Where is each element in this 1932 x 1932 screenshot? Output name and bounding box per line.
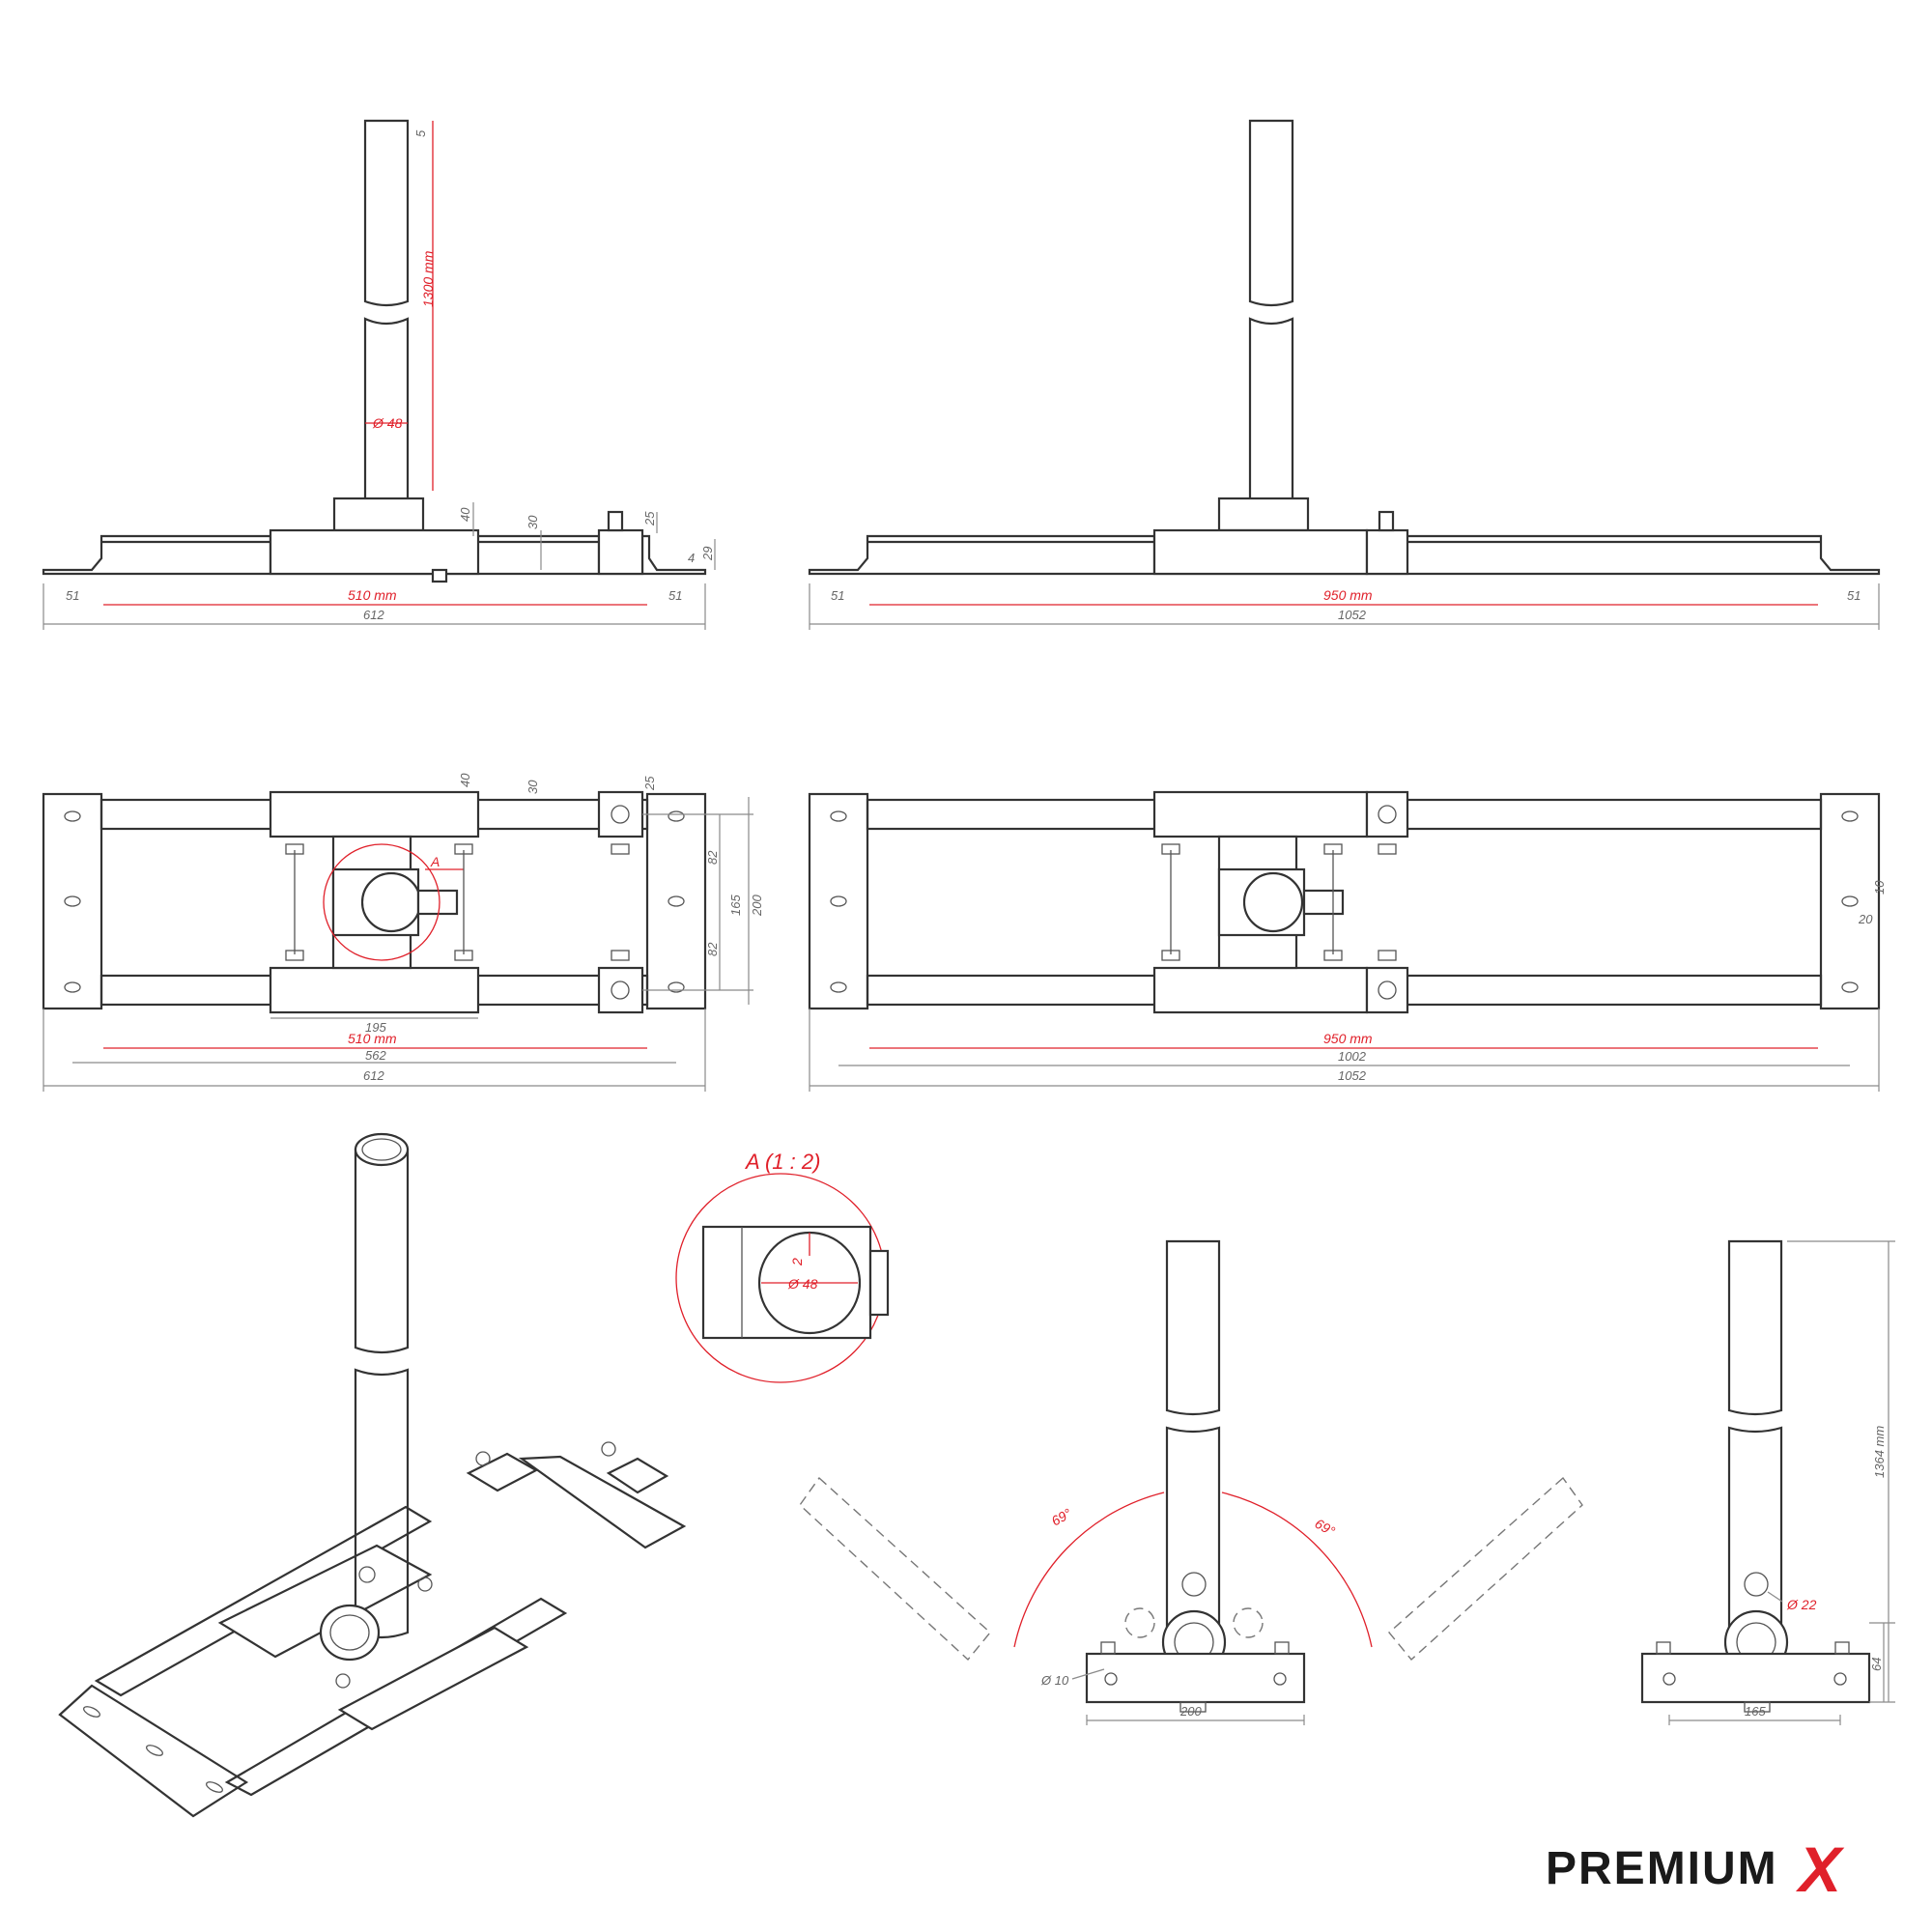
bolt-hole-label: Ø 10 bbox=[1040, 1673, 1069, 1688]
top-view-large: 10 20 950 mm 1002 1052 bbox=[808, 790, 1887, 1092]
total-width-label: 612 bbox=[363, 1068, 384, 1083]
spacing-82-bottom-label: 82 bbox=[705, 942, 720, 956]
height-29-label: 29 bbox=[700, 547, 715, 561]
total-width-label: 1052 bbox=[1338, 1068, 1367, 1083]
width-562-label: 562 bbox=[365, 1048, 386, 1063]
detail-marker-label: A bbox=[430, 854, 440, 869]
detail-view-a: A (1 : 2) 2 Ø 48 bbox=[675, 1150, 890, 1383]
angle-left-label: 69° bbox=[1049, 1505, 1075, 1529]
height-4-label: 4 bbox=[688, 551, 695, 565]
height-40-label: 40 bbox=[458, 773, 472, 787]
detail-diameter-label: Ø 48 bbox=[787, 1276, 818, 1292]
wall-thickness-label: 2 bbox=[789, 1258, 805, 1266]
brand-logo: PREMIUM X bbox=[1546, 1833, 1845, 1903]
slot-20-label: 20 bbox=[1858, 912, 1873, 926]
isometric-view bbox=[58, 1132, 687, 1818]
detail-title: A (1 : 2) bbox=[744, 1150, 820, 1174]
right-offset-label: 51 bbox=[1847, 588, 1861, 603]
mast-top-label: 5 bbox=[413, 129, 428, 137]
total-height-label: 1364 mm bbox=[1872, 1426, 1887, 1478]
slot-10-label: 10 bbox=[1872, 880, 1887, 895]
width-195-label: 195 bbox=[365, 1020, 386, 1035]
spacing-165-label: 165 bbox=[728, 895, 743, 916]
height-30-label: 30 bbox=[526, 780, 540, 794]
spacing-82-top-label: 82 bbox=[705, 850, 720, 865]
span-label: 510 mm bbox=[348, 587, 397, 603]
total-width-label: 612 bbox=[363, 608, 384, 622]
base-width-label: 165 bbox=[1745, 1704, 1766, 1719]
right-offset-label: 51 bbox=[668, 588, 682, 603]
left-offset-label: 51 bbox=[66, 588, 79, 603]
angle-right-label: 69° bbox=[1313, 1516, 1339, 1540]
tilt-view: 69° 69° Ø 10 200 bbox=[799, 1239, 1583, 1725]
total-width-label: 1052 bbox=[1338, 608, 1367, 622]
top-view-small: 40 30 25 A 82 165 200 82 195 510 mm 562 … bbox=[42, 773, 764, 1092]
span-label: 510 mm bbox=[348, 1031, 397, 1046]
front-view-large: 51 950 mm 51 1052 bbox=[808, 119, 1881, 630]
mast-diameter-label: Ø 48 bbox=[372, 415, 403, 431]
brand-wordmark: PREMIUM bbox=[1546, 1843, 1778, 1894]
left-offset-label: 51 bbox=[831, 588, 844, 603]
height-25-label: 25 bbox=[642, 511, 657, 526]
brand-accent-mark: X bbox=[1795, 1833, 1845, 1903]
height-64-label: 64 bbox=[1869, 1658, 1884, 1671]
height-30-label: 30 bbox=[526, 515, 540, 529]
side-view: 1364 mm Ø 22 64 165 bbox=[1640, 1239, 1895, 1725]
base-width-label: 200 bbox=[1179, 1704, 1202, 1719]
height-40-label: 40 bbox=[458, 507, 472, 522]
mast-length-label: 1300 mm bbox=[420, 250, 436, 307]
span-label: 950 mm bbox=[1323, 587, 1373, 603]
mast-hole-label: Ø 22 bbox=[1786, 1597, 1817, 1612]
span-label: 950 mm bbox=[1323, 1031, 1373, 1046]
front-view-small: 1300 mm Ø 48 5 40 30 25 4 29 51 510 mm 5… bbox=[42, 119, 716, 630]
spacing-200-label: 200 bbox=[750, 895, 764, 917]
width-1002-label: 1002 bbox=[1338, 1049, 1367, 1064]
height-25-label: 25 bbox=[642, 776, 657, 791]
